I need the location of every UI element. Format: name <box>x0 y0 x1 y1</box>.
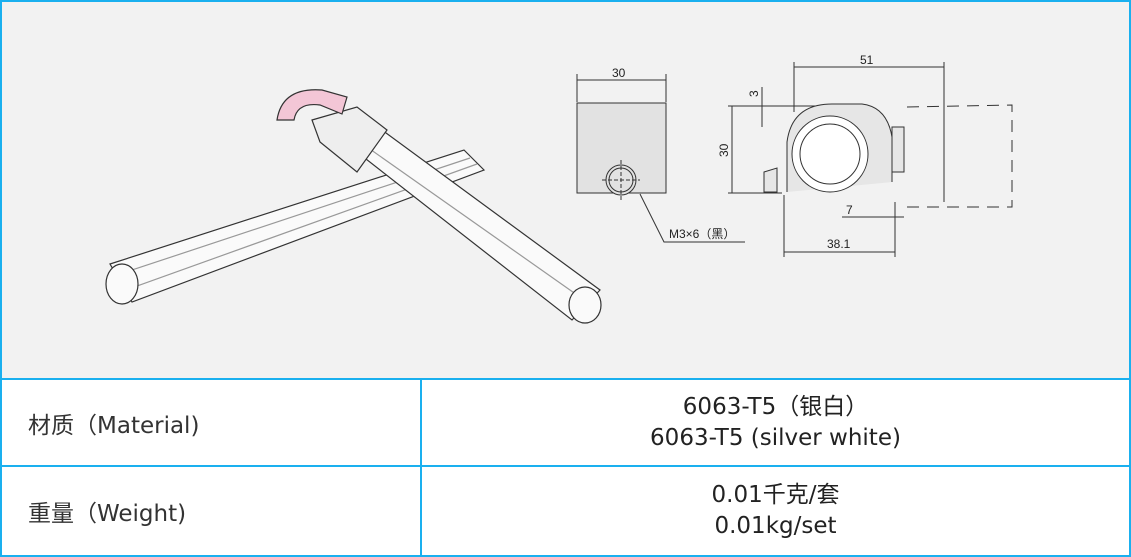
offset-dimension: 7 <box>846 203 853 217</box>
product-drawing: 30 M3×6（黑） 51 <box>2 2 1129 380</box>
material-value-en: 6063-T5 (silver white) <box>650 424 901 451</box>
side-top-dimension: 51 <box>860 53 874 67</box>
screw-note: M3×6（黑） <box>669 227 735 241</box>
side-view <box>728 62 1013 257</box>
technical-drawing: 30 M3×6（黑） 51 <box>105 53 1013 324</box>
weight-value-en: 0.01kg/set <box>714 513 837 539</box>
weight-value: 0.01千克/套 0.01kg/set <box>422 467 1129 555</box>
material-value-cn: 6063-T5（银白） <box>682 393 869 420</box>
weight-label: 重量（Weight) <box>2 467 422 555</box>
spec-row-weight: 重量（Weight) 0.01千克/套 0.01kg/set <box>2 467 1129 555</box>
pipe-illustration <box>105 89 602 324</box>
material-value: 6063-T5（银白） 6063-T5 (silver white) <box>422 380 1129 465</box>
front-width-dimension: 30 <box>612 66 626 80</box>
side-bottom-dimension: 38.1 <box>827 237 851 251</box>
material-label: 材质（Material) <box>2 380 422 465</box>
side-height-dimension: 30 <box>717 143 731 157</box>
thickness-dimension: 3 <box>747 90 761 97</box>
front-view <box>576 74 745 243</box>
weight-value-cn: 0.01千克/套 <box>711 482 840 508</box>
spec-row-material: 材质（Material) 6063-T5（银白） 6063-T5 (silver… <box>2 380 1129 467</box>
